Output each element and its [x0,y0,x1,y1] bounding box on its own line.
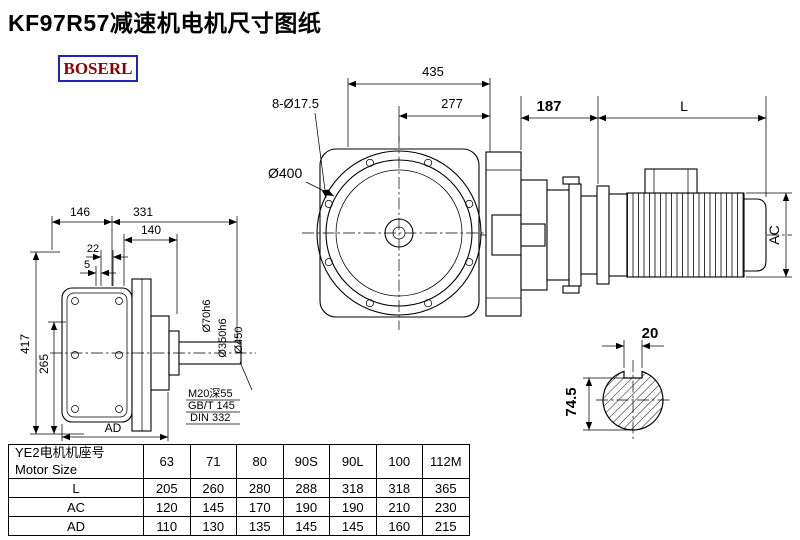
svg-text:140: 140 [141,223,161,237]
table-cell: 90S [282,444,330,479]
dim-5: 5 [80,259,116,286]
table-cell: 112M [422,444,470,479]
dim-motor-length: L [598,96,767,197]
front-view: 435 8-Ø17.5 277 Ø400 [268,64,498,330]
table-row-label: AD [8,516,144,536]
svg-text:Ø400: Ø400 [268,165,302,181]
dim-flange-od: Ø450 [233,327,245,354]
motor-front-bell [608,193,628,277]
table-cell: 260 [189,478,237,498]
table-header-label: YE2电机机座号 Motor Size [8,444,144,479]
bolt-holes [324,158,474,308]
table-cell: 71 [189,444,237,479]
table-row-label: L [8,478,144,498]
table-cell: 145 [189,497,237,517]
dim-flange-diameter: Ø400 [268,165,335,197]
svg-text:331: 331 [133,205,153,219]
adapter-flange [568,183,582,287]
dim-hub-diameter: Ø350h6 [217,318,229,357]
table-cell: 190 [282,497,330,517]
dim-140: 140 [123,223,178,314]
dim-key-width: 20 [602,325,664,368]
svg-text:AD: AD [105,421,122,435]
svg-text:L: L [680,98,688,114]
table-row-label: AC [8,497,144,517]
svg-text:74.5: 74.5 [563,387,580,416]
svg-text:417: 417 [18,334,32,354]
table-cell: 288 [282,478,330,498]
page-title: KF97R57减速机电机尺寸图纸 [8,10,322,36]
table-cell: 110 [143,516,191,536]
dim-AD: AD [61,392,169,441]
boserl-logo: BOSERL [58,55,138,82]
table-cell: 170 [236,497,284,517]
terminal-box [644,168,698,194]
svg-text:M20深55: M20深55 [188,387,233,400]
table-cell: 135 [236,516,284,536]
table-cell: 210 [375,497,423,517]
table-cell: 318 [375,478,423,498]
side-view: 187 L AC [480,96,792,317]
output-flange [131,278,152,432]
svg-text:5: 5 [84,259,90,271]
dim-435: 435 [347,64,491,152]
fan-cover [743,198,767,272]
input-shaft-detail [491,214,522,256]
dim-shaft-diameter: Ø70h6 [201,299,213,332]
table-cell: 90L [329,444,377,479]
motor-body [626,192,745,278]
table-cell: 63 [143,444,191,479]
svg-text:20: 20 [642,325,659,342]
dim-bolt-holes: 8-Ø17.5 [272,96,329,199]
table-cell: 100 [375,444,423,479]
dim-187: 187 [520,96,599,184]
svg-text:DIN 332: DIN 332 [190,412,230,424]
svg-text:GB/T 145: GB/T 145 [188,400,235,412]
svg-text:187: 187 [536,98,561,115]
table-cell: 318 [329,478,377,498]
table-cell: 215 [422,516,470,536]
table-cell: 80 [236,444,284,479]
svg-text:435: 435 [422,64,444,79]
dim-277: 277 [398,96,490,142]
motor-size-table: YE2电机机座号 Motor Size 63 71 80 90S 90L 100… [8,444,470,536]
dim-146: 146 [51,205,113,286]
svg-text:AC: AC [766,225,782,244]
dim-motor-diameter: AC [746,192,792,278]
table-row: AC 120 145 170 190 190 210 230 [8,497,470,517]
table-row: L 205 260 280 288 318 318 365 [8,478,470,498]
svg-text:146: 146 [70,205,90,219]
shaft-cross-section: 20 74.5 [563,325,670,440]
table-cell: 230 [422,497,470,517]
table-cell: 120 [143,497,191,517]
table-cell: 145 [329,516,377,536]
svg-text:8-Ø17.5: 8-Ø17.5 [272,96,319,111]
table-row: AD 110 130 135 145 145 160 215 [8,516,470,536]
table-cell: 205 [143,478,191,498]
table-cell: 365 [422,478,470,498]
dim-265: 265 [37,321,66,434]
dim-417: 417 [18,251,84,435]
motor-flange [596,185,610,285]
thread-note: M20深55 GB/T 145 DIN 332 [186,361,253,425]
dim-22: 22 [86,243,128,286]
table-header-label-cn: YE2电机机座号 [15,445,105,461]
table-cell: 280 [236,478,284,498]
left-view: 146 331 140 22 [18,205,256,441]
table-cell: 130 [189,516,237,536]
svg-text:265: 265 [37,354,51,374]
shaft-section-circle [602,370,664,431]
table-cell: 160 [375,516,423,536]
svg-text:277: 277 [441,96,463,111]
table-cell: 190 [329,497,377,517]
table-header-label-en: Motor Size [15,461,78,477]
table-cell: 145 [282,516,330,536]
dim-331: 331 [112,205,238,340]
svg-text:22: 22 [87,243,99,255]
gearbox-body [61,287,133,423]
dim-key-height: 74.5 [563,377,636,431]
